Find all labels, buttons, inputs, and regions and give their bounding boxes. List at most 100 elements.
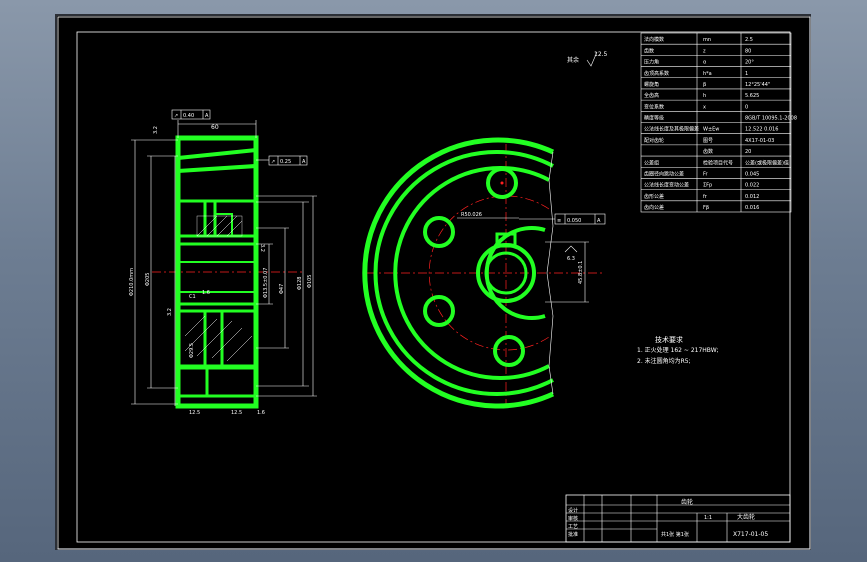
params-cell-r10-c2: 20 — [745, 149, 751, 155]
roughness-left: 3.2 — [167, 308, 173, 316]
tb-sheets: 共1张 第1张 — [661, 531, 689, 538]
drawing-sheet: ↗ 0.40 A 60 ↗ 0.25 A 3.2 3.2 12.5 12.5 1… — [55, 14, 811, 550]
params-cell-r3-c0: 齿顶高系数 — [644, 70, 669, 77]
roughness-key-symbol — [564, 245, 578, 253]
params-cell-r11-c0: 公差组 — [644, 159, 659, 166]
params-cell-r1-c2: 80 — [745, 48, 751, 54]
params-cell-r9-c1: 图号 — [703, 138, 713, 144]
roughness-top: 3.2 — [153, 126, 159, 134]
params-cell-r5-c1: h — [703, 93, 706, 99]
keyway — [495, 232, 517, 248]
bore-inner — [484, 251, 528, 295]
tb-material: 大齿轮 — [737, 513, 755, 521]
section-view: ↗ 0.40 A 60 ↗ 0.25 A 3.2 3.2 12.5 12.5 1… — [129, 109, 317, 416]
keyway-tolerance-datum: A — [597, 218, 601, 224]
params-cell-r0-c2: 2.5 — [745, 37, 753, 43]
params-cell-r9-c2: 4X17-01-03 — [745, 138, 774, 144]
params-cell-r3-c1: h*a — [703, 71, 712, 77]
tech-requirements: 技术要求 1. 正火处理 162 ~ 217HBW; 2. 未注圆角均为R5; — [637, 335, 719, 365]
web-bottom-rib — [203, 311, 224, 368]
params-cell-r12-c0: 齿圈径向跳动公差 — [644, 170, 684, 177]
svg-text:≡: ≡ — [557, 218, 561, 224]
roughness-key: 6.3 — [567, 256, 575, 262]
title-block: 设计 审核 工艺 批准 齿轮 1:1 大齿轮 共1张 第1张 X717-01-0… — [565, 494, 791, 543]
params-cell-r6-c2: 0 — [745, 104, 748, 110]
roughness-note-prefix: 其余 — [567, 56, 579, 64]
tolerance-frame-top: ↗ 0.40 A — [171, 109, 211, 120]
dim-lines-right — [256, 195, 317, 397]
params-cell-r12-c1: Fr — [703, 171, 709, 177]
roughness-note-value: 12.5 — [594, 51, 608, 58]
params-cell-r4-c1: β — [703, 82, 706, 88]
roughness-bottom-left: 12.5 — [189, 410, 200, 416]
break-line — [546, 151, 554, 395]
top-tolerance-datum: A — [205, 113, 209, 119]
params-cell-r3-c2: 1 — [745, 71, 748, 77]
params-cell-r4-c0: 螺旋角 — [644, 81, 659, 88]
diam-ring-label: Φ205 — [145, 273, 151, 286]
params-cell-r2-c0: 压力角 — [644, 59, 659, 66]
roughness-hub: 1.6 — [202, 290, 210, 296]
params-cell-r6-c1: x — [703, 104, 706, 110]
key-depth-label: 45.8±0.1 — [578, 261, 584, 284]
roughness-note-symbol — [586, 51, 598, 67]
tb-label-3: 工艺 — [568, 524, 578, 530]
hatch-top — [196, 215, 243, 237]
hatch-lines-bottom — [184, 315, 253, 362]
params-cell-r10-c1: 齿数 — [703, 148, 713, 155]
hole-top-left — [486, 167, 518, 199]
params-cell-r13-c0: 公法线长度变动公差 — [644, 182, 689, 189]
outer-frame — [57, 16, 811, 550]
tb-label-4: 批准 — [568, 531, 578, 538]
runout-tolerance-datum: A — [302, 159, 306, 165]
inner-frame — [76, 31, 791, 543]
params-cell-r9-c0: 配对齿轮 — [644, 137, 664, 144]
inner-rim-arc — [373, 150, 554, 396]
params-cell-r0-c0: 法向模数 — [644, 36, 664, 43]
params-cell-r1-c0: 齿数 — [644, 47, 654, 54]
diam-bore-label: Φ105 — [307, 275, 313, 288]
diam-key-label: Φ13.5±0.07 — [263, 268, 269, 298]
tb-drawing-no: X717-01-05 — [733, 531, 768, 538]
front-view: R50.026 ≡ 0.050 A 45.8±0.1 6.3 — [362, 137, 606, 409]
web-top — [176, 199, 258, 238]
params-cell-r15-c0: 齿向公差 — [644, 204, 664, 211]
params-cell-r13-c1: ΣFp — [703, 183, 712, 189]
svg-text:↗: ↗ — [271, 159, 275, 165]
outer-rim-arc — [362, 137, 555, 409]
diam-hub-label: Φ128 — [297, 277, 303, 290]
keyway-dim: R50.026 — [461, 212, 482, 218]
dim-top — [177, 120, 257, 138]
hole-center-1 — [500, 181, 504, 185]
params-cell-r8-c0: 公法线长度及其极限偏差 — [644, 126, 699, 133]
web-top-detail — [215, 213, 233, 236]
params-cell-r8-c2: 12.522 0.016 — [745, 127, 778, 133]
hole-bottom — [493, 335, 525, 367]
params-cell-r14-c0: 齿形公差 — [644, 193, 664, 200]
hole-pitch-circle — [428, 195, 550, 351]
web-arc — [393, 166, 550, 380]
tech-title: 技术要求 — [655, 335, 683, 344]
params-cell-r2-c2: 20° — [745, 60, 754, 66]
params-cell-r5-c0: 全齿高 — [644, 92, 659, 99]
params-cell-r7-c0: 精度等级 — [644, 115, 664, 122]
params-cell-r13-c2: 0.022 — [745, 183, 759, 189]
hole-left-lower — [423, 295, 455, 327]
tolerance-frame-runout: ↗ 0.25 A — [256, 155, 308, 166]
params-cell-r8-c1: W±Ew — [703, 127, 719, 133]
runout-tolerance-value: 0.25 — [280, 159, 291, 165]
params-cell-r14-c1: fr — [703, 194, 708, 200]
web-top-rib — [203, 201, 217, 238]
gear-drawing: ↗ 0.40 A 60 ↗ 0.25 A 3.2 3.2 12.5 12.5 1… — [57, 16, 811, 550]
chamfer-label: C1 — [189, 294, 196, 300]
rim-line-top-2 — [177, 148, 257, 160]
hatch-lines-top — [196, 215, 243, 237]
params-cell-r0-c1: mn — [703, 37, 711, 43]
diam-tip-label: Φ210.0mm — [129, 268, 135, 296]
params-cell-r7-c2: 8GB/T 10095.1-2008 — [745, 116, 797, 122]
rim-bottom — [176, 366, 258, 398]
params-cell-r4-c2: 12°25'44" — [745, 82, 770, 88]
tb-part-name: 齿轮 — [681, 498, 693, 506]
params-cell-r15-c2: 0.016 — [745, 205, 759, 211]
